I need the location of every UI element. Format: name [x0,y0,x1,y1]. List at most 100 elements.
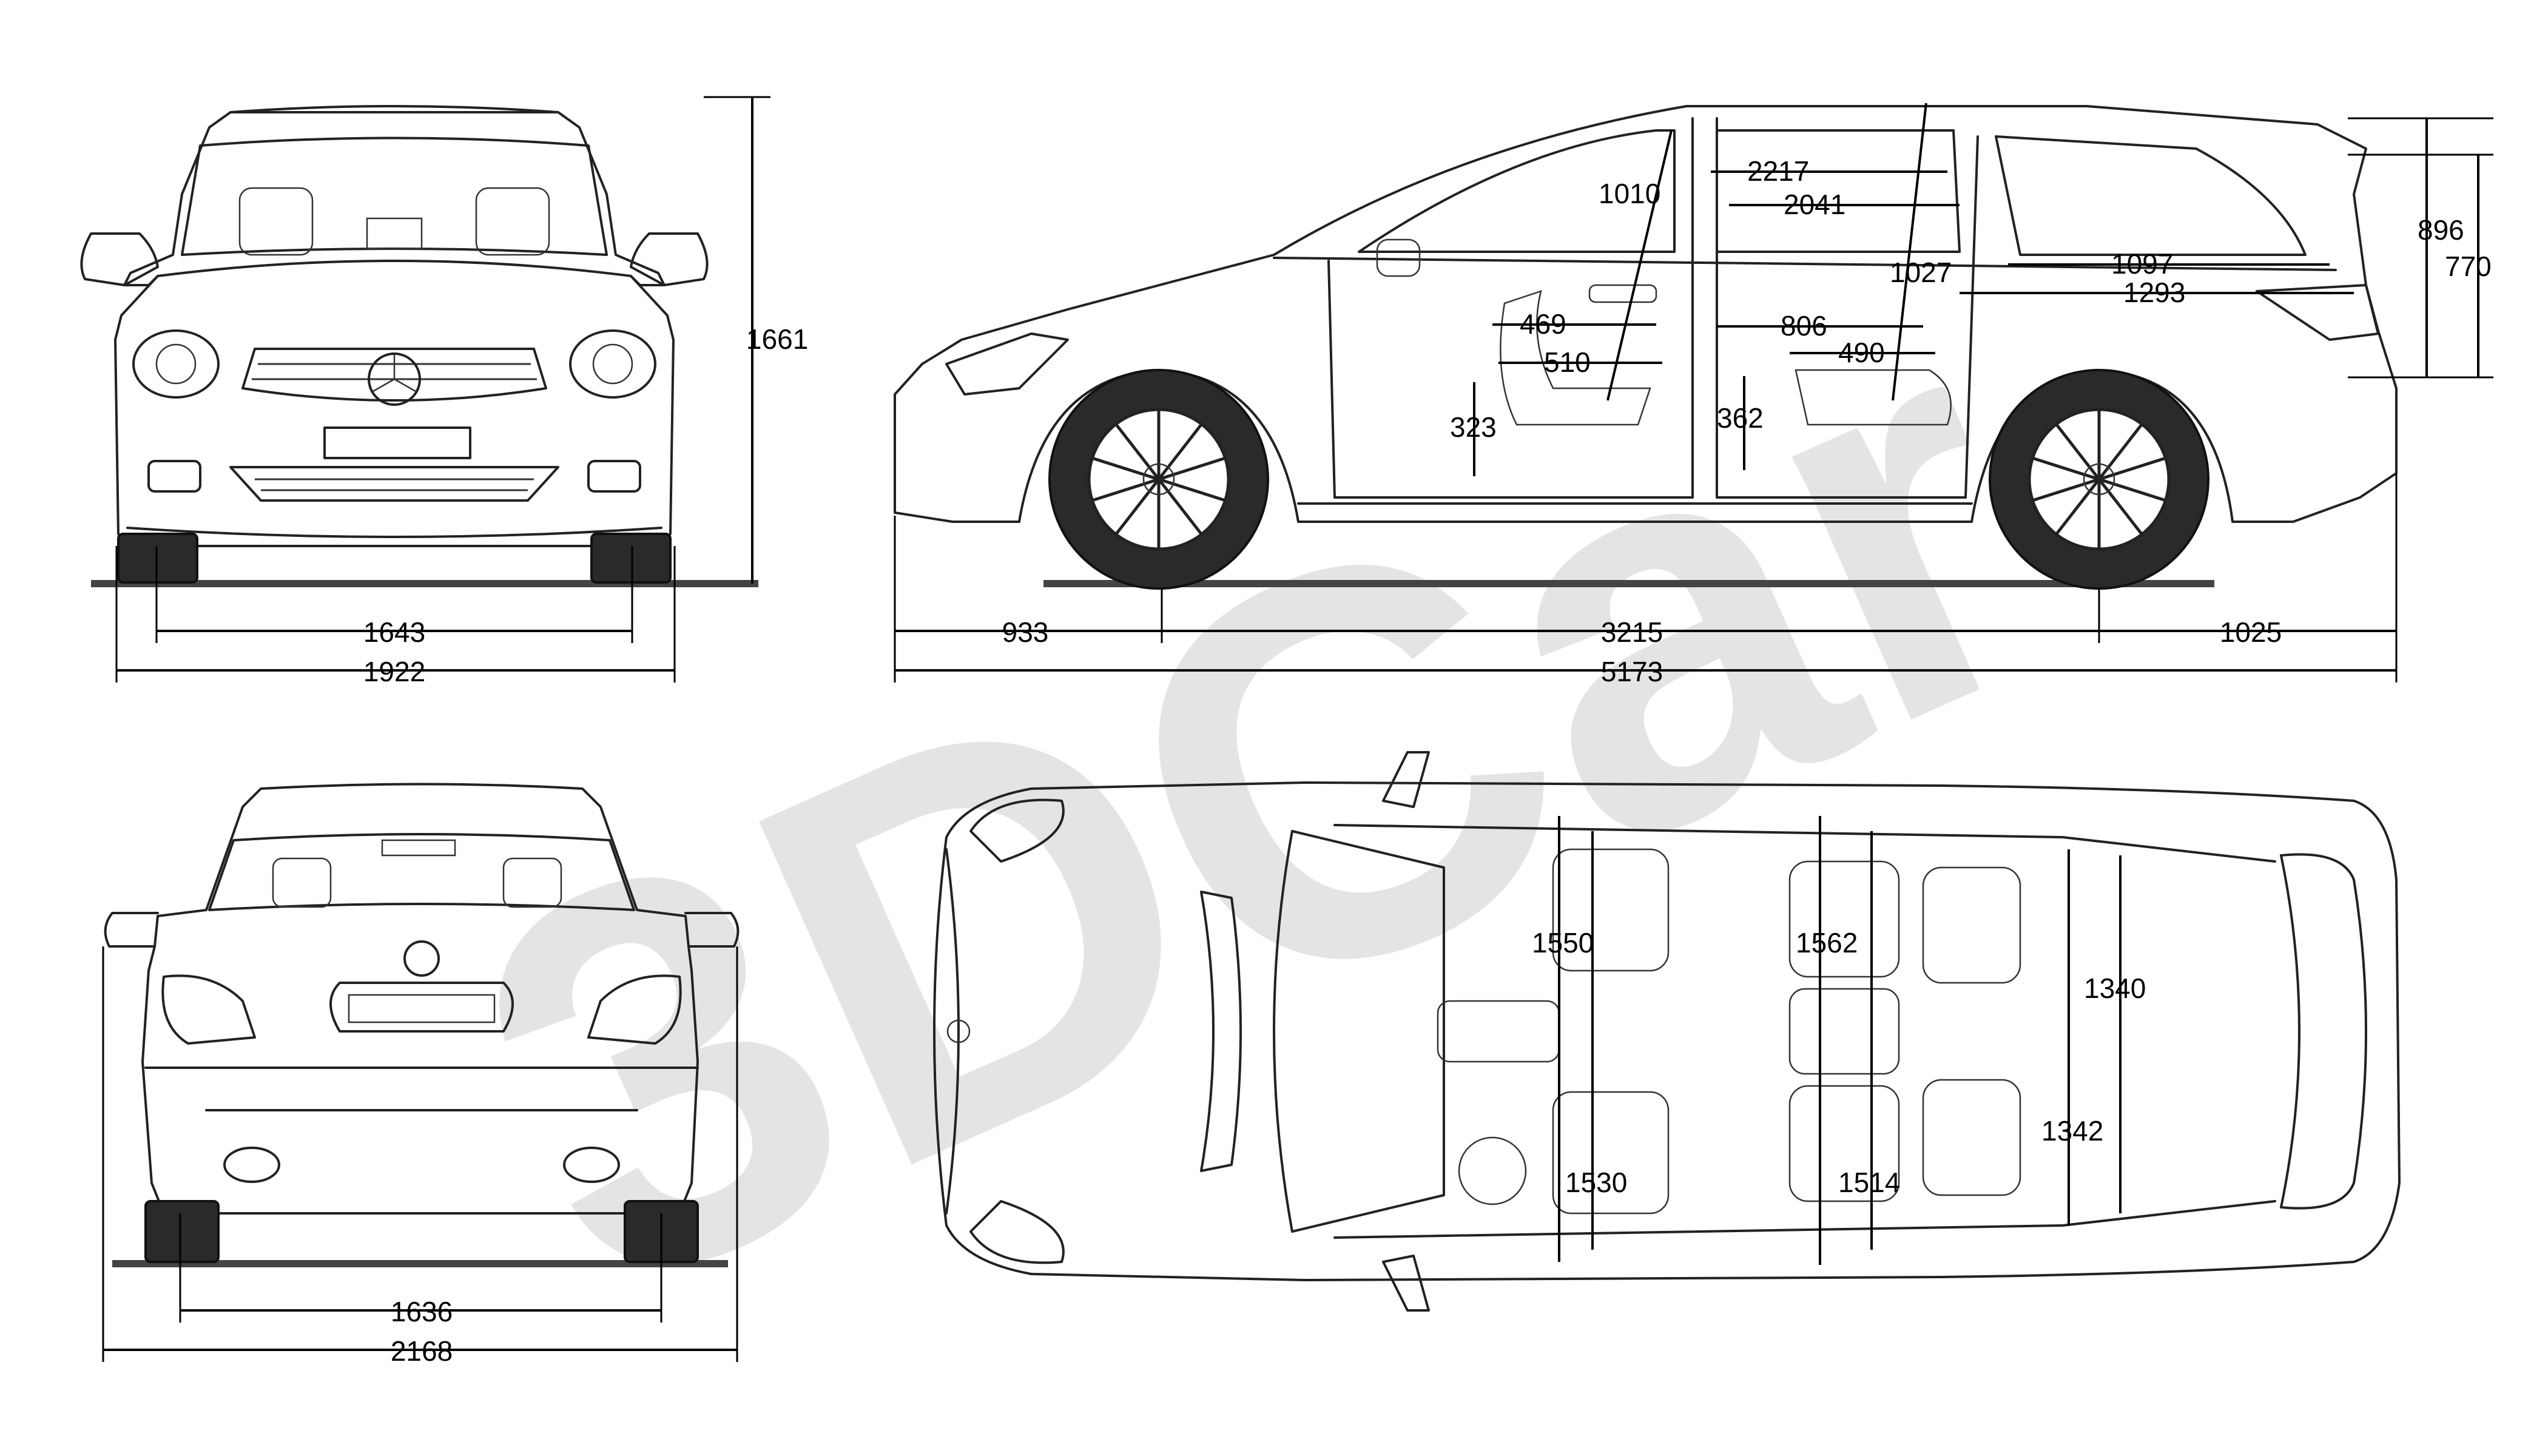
side-headlight [945,332,1069,396]
dim-770: 770 [2445,251,2492,282]
top-headlight-right [969,1200,1065,1264]
second-row-seats-top [1788,860,1900,1202]
dim-2041: 2041 [1784,189,1845,220]
mercedes-star-front [368,352,421,406]
dim-362: 362 [1717,402,1764,434]
third-row-seats-top [1922,866,2021,1196]
front-roof [229,105,559,113]
headlight-left-lens [155,343,197,385]
dim-1340: 1340 [2084,972,2146,1004]
dim-front-width: 1922 [363,656,425,687]
front-mirror-right [630,232,709,286]
top-mirror-right [1382,1255,1430,1312]
dim-1342: 1342 [2041,1115,2103,1147]
top-star [946,1019,971,1043]
front-door-handle [1588,284,1657,303]
rear-headrest-left [272,857,332,908]
side-view: 1010 2217 2041 1027 1097 1293 896 770 46… [894,103,2493,687]
lower-intake [229,466,559,502]
taillight-right [587,974,682,1045]
dim-rear-track: 1636 [391,1296,453,1327]
roof-rail-left [1333,824,2276,863]
mercedes-star-rear [403,940,440,977]
dim-front-height: 1661 [746,323,808,355]
dim-rear-overhang: 1025 [2220,616,2282,648]
dim-front-track: 1643 [363,616,425,648]
rear-view: 1636 2168 [102,783,740,1367]
dim-headroom-second: 1027 [1890,257,1952,288]
second-seat-profile [1795,369,1952,426]
dim-front-overhang: 933 [1002,616,1049,648]
rear-headrest-right [502,857,562,908]
dim-323: 323 [1450,411,1497,443]
exhaust-left [223,1147,280,1183]
fog-light-right [587,460,641,493]
rearview-mirror [366,217,423,250]
dim-806: 806 [1781,310,1827,342]
rear-window [208,833,635,911]
windshield [181,136,608,256]
dim-2217: 2217 [1747,155,1809,187]
dim-490: 490 [1838,337,1885,368]
dim-rear-width: 2168 [391,1335,453,1367]
top-front-bumper [945,848,960,1215]
front-side-window [1358,129,1676,253]
rear-mirror-right [684,912,740,948]
dim-510: 510 [1544,346,1591,378]
headlight-right-lens [592,343,633,385]
dim-overall-length: 5173 [1601,656,1663,687]
headlight-right [569,329,656,399]
rear-plate-recess [329,982,514,1033]
dim-1514: 1514 [1838,1167,1900,1198]
top-rear-window [2280,853,2367,1210]
front-plate [323,426,471,459]
front-headrest-right [475,187,550,256]
front-tire-right [590,533,672,584]
top-hood-vent [1200,891,1242,1172]
top-headlight-left [969,798,1065,863]
dim-1293: 1293 [2123,277,2185,308]
fog-light-left [147,460,201,493]
top-body-outline [933,781,2401,1281]
dim-wheelbase: 3215 [1601,616,1663,648]
side-belt-line [1273,257,2337,271]
dim-1562: 1562 [1796,927,1858,959]
rear-door [1716,117,1979,499]
rear-wheel-side [1989,369,2209,590]
dim-896: 896 [2418,214,2464,246]
dim-469: 469 [1520,308,1566,340]
rear-side-window [1995,135,2307,256]
exhaust-right [563,1147,620,1183]
rear-mirror-left [104,912,159,948]
steering-wheel [1458,1136,1527,1205]
top-windshield [1273,830,1445,1233]
rear-plate [348,994,496,1023]
front-door [1327,117,1694,499]
top-mirror-left [1382,751,1430,808]
headlight-left [132,329,220,399]
taillight-left [161,974,256,1045]
dim-1530: 1530 [1565,1167,1627,1198]
front-mirror-left [80,232,159,286]
side-mirror [1376,238,1421,277]
front-bumper-lip [126,527,662,538]
front-grille [241,348,547,402]
side-taillight [2256,284,2379,341]
dim-headroom-front: 1010 [1599,178,1660,209]
rear-tire-left [144,1200,220,1263]
front-headrest-left [238,187,314,256]
front-seat-profile [1500,290,1651,426]
dim-1097: 1097 [2111,248,2173,280]
dim-1550: 1550 [1532,927,1594,959]
front-wheel-side [1048,369,1269,590]
top-view: 1550 1530 1562 1514 1340 1342 [933,751,2401,1312]
dim-line-headroom-second [1892,103,1927,401]
hood-line [157,260,632,277]
rear-body-outline [141,783,699,1215]
third-brake-light [381,839,456,857]
front-view: 1661 1643 1922 [80,96,808,687]
front-tire-left [117,533,198,584]
roof-rail-right [1333,1200,2276,1239]
dim-line-headroom-front [1606,130,1673,401]
